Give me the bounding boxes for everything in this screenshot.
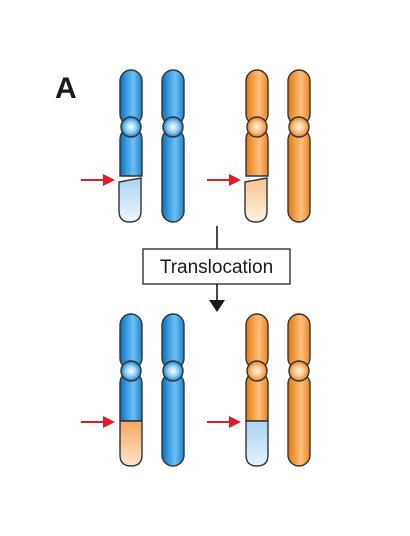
centromere (162, 116, 184, 138)
chromosome-long-arm (287, 128, 311, 223)
orange-chromosome (287, 313, 311, 467)
broken-fragment (118, 177, 142, 223)
red-arrow-icon (207, 174, 241, 186)
orange-chromosome (244, 69, 269, 223)
chromosome-long-arm (161, 372, 185, 467)
after-chromosome-row (81, 313, 311, 467)
centromere (246, 116, 268, 138)
centromere (162, 360, 184, 382)
blue-chromosome (119, 313, 143, 467)
red-arrow-icon (207, 416, 241, 428)
chromosome-long-arm (287, 372, 311, 467)
translocated-segment (245, 420, 269, 467)
translocation-flow: Translocation (142, 226, 291, 312)
red-arrow-icon (81, 174, 115, 186)
blue-chromosome (118, 69, 143, 223)
chromosome-long-arm (161, 128, 185, 223)
blue-chromosome (161, 69, 185, 223)
centromere (120, 116, 142, 138)
translocation-label: Translocation (160, 257, 273, 278)
red-arrow-icon (81, 416, 115, 428)
down-arrow-icon (209, 300, 225, 312)
centromere (120, 360, 142, 382)
orange-chromosome (245, 313, 269, 467)
centromere (288, 360, 310, 382)
centromere (246, 360, 268, 382)
panel-label: A (55, 72, 77, 105)
blue-chromosome (161, 313, 185, 467)
centromere (288, 116, 310, 138)
broken-fragment (244, 177, 268, 223)
orange-chromosome (287, 69, 311, 223)
before-chromosome-row (81, 69, 311, 223)
translocated-segment (119, 420, 143, 467)
